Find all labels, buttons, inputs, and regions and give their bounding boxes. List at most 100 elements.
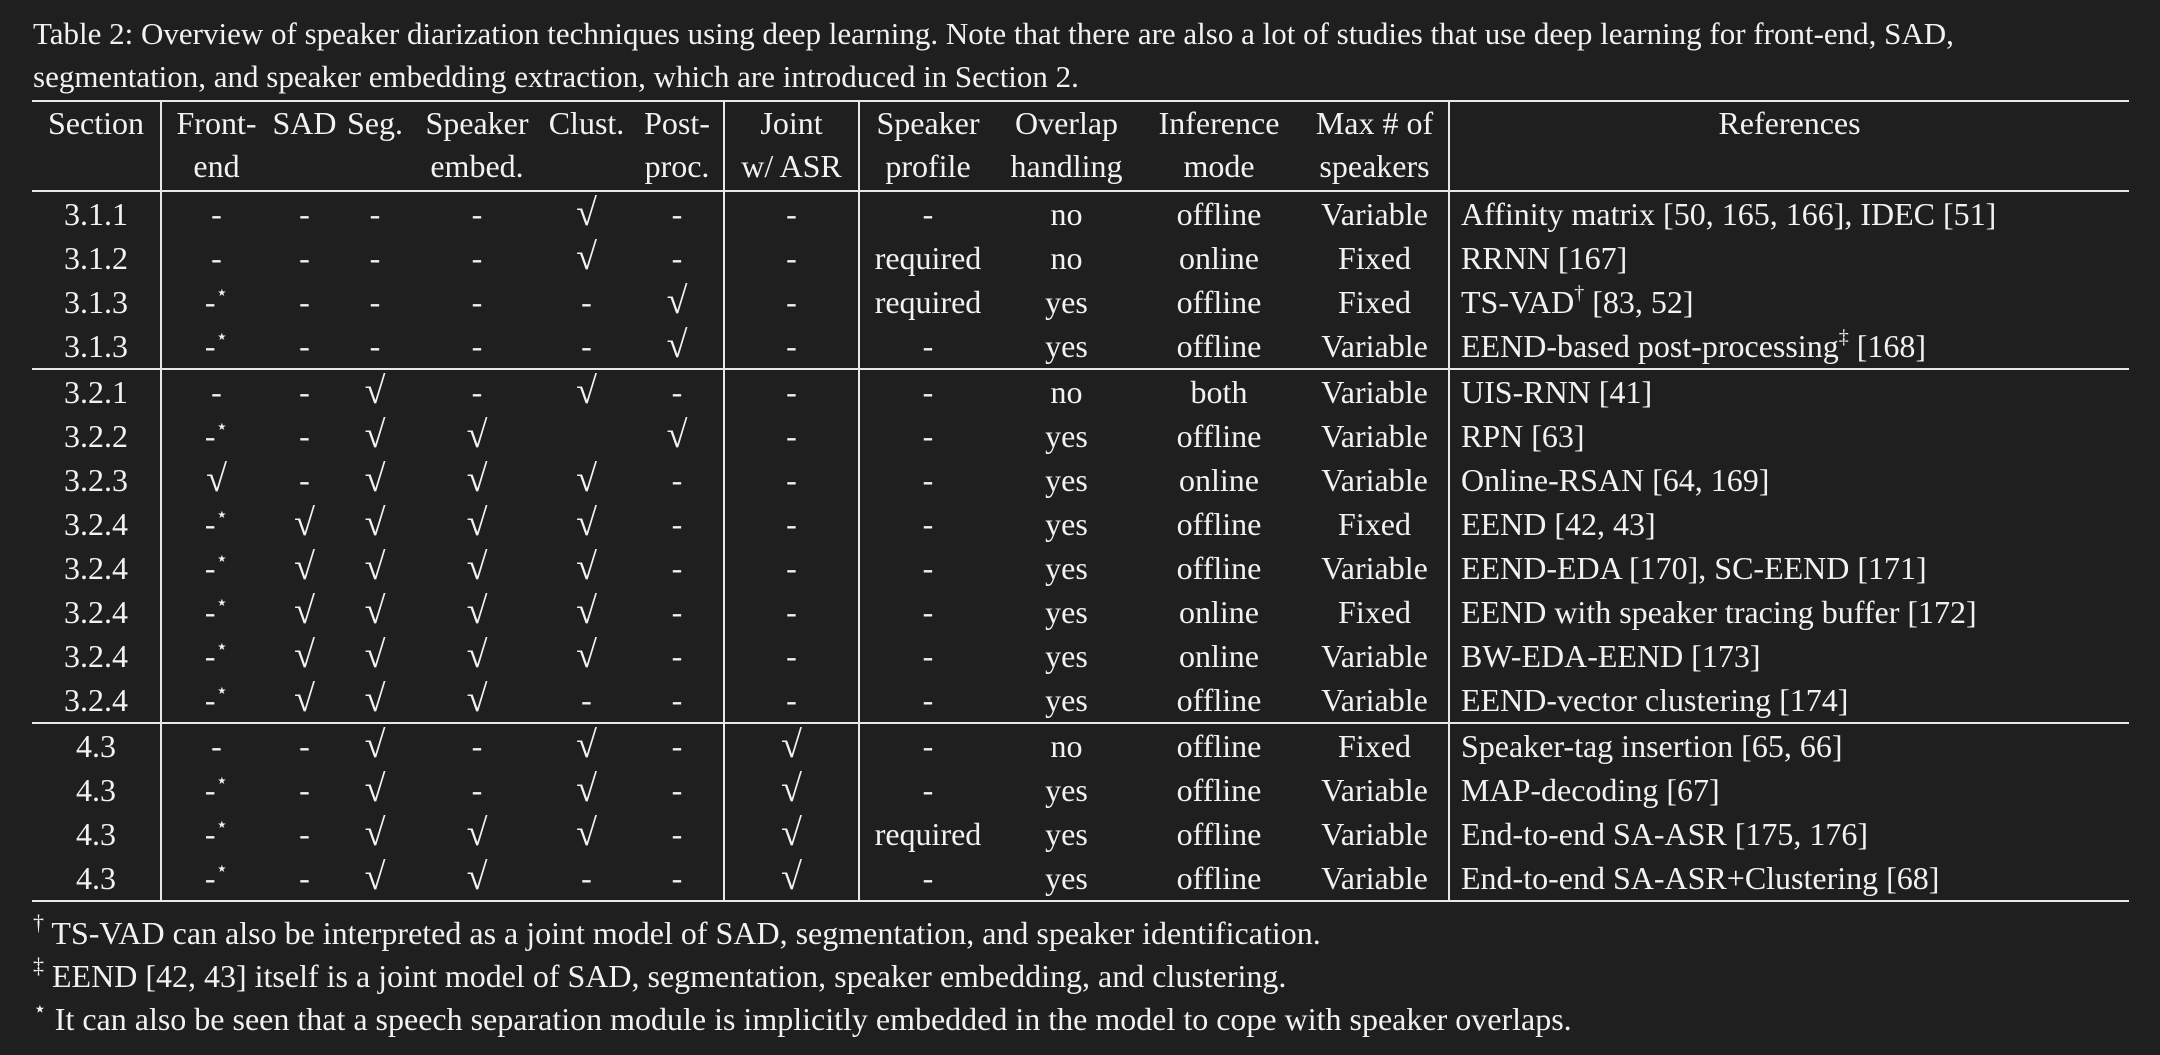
cell-seg: √ — [338, 812, 412, 856]
cell-sad: - — [271, 369, 338, 414]
cell-value: - — [204, 859, 216, 896]
column-header-line1: Clust. — [548, 105, 625, 141]
cell-value: - — [299, 283, 310, 320]
cell-value: √ — [576, 546, 597, 588]
cell-value: - — [299, 195, 310, 232]
cell-value: - — [671, 195, 683, 232]
cell-value: √ — [781, 724, 802, 766]
cell-value: Variable — [1321, 637, 1428, 674]
cell-sad: √ — [271, 502, 338, 546]
cell-embed: √ — [412, 812, 542, 856]
cell-section: 4.3 — [32, 812, 161, 856]
cell-profile: - — [858, 502, 996, 546]
cell-post: - — [631, 369, 724, 414]
column-header-line1: Overlap — [1014, 105, 1119, 141]
cell-frontend: -⋆ — [160, 502, 271, 546]
cell-embed: √ — [412, 678, 542, 723]
cell-ref: BW-EDA-EEND [173] — [1448, 634, 2129, 678]
cell-value: √ — [364, 590, 386, 632]
cell-value: - — [369, 239, 381, 276]
cell-joint: - — [723, 502, 859, 546]
cell-value: - — [369, 327, 381, 364]
cell-value: - — [471, 327, 483, 364]
cell-post: - — [631, 812, 724, 856]
column-header-line1: Seg. — [347, 105, 403, 141]
cell-mode: online — [1137, 634, 1301, 678]
cell-value: End-to-end SA-ASR [175, 176] — [1461, 815, 1869, 852]
cell-value: - — [204, 637, 216, 674]
column-header: Section — [32, 101, 161, 191]
cell-value: √ — [576, 370, 597, 412]
cell-value: √ — [364, 634, 386, 676]
cell-max: Variable — [1301, 369, 1449, 414]
cell-ref: EEND-EDA [170], SC-EEND [171] — [1448, 546, 2129, 590]
cell-value: - — [671, 239, 683, 276]
cell-value: √ — [466, 414, 488, 456]
cell-section: 3.2.4 — [32, 634, 161, 678]
cell-mode: offline — [1137, 678, 1301, 723]
cell-value: - — [581, 327, 592, 364]
cell-value: 3.2.1 — [64, 373, 128, 410]
cell-sad: - — [271, 236, 338, 280]
cell-ref: TS-VAD† [83, 52] — [1448, 280, 2129, 324]
cell-clust: - — [542, 280, 631, 324]
cell-clust: √ — [542, 458, 631, 502]
footnote: ‡ EEND [42, 43] itself is a joint model … — [33, 955, 1572, 998]
cell-frontend: -⋆ — [160, 768, 271, 812]
cell-value: - — [204, 417, 216, 454]
cell-value: required — [874, 815, 982, 852]
cell-value: Fixed — [1338, 505, 1411, 542]
cell-value: √ — [364, 678, 386, 720]
cell-frontend: -⋆ — [160, 812, 271, 856]
cell-value: yes — [1045, 815, 1088, 852]
cell-value: √ — [294, 546, 315, 588]
cell-max: Fixed — [1301, 236, 1449, 280]
cell-sad: √ — [271, 590, 338, 634]
cell-value: √ — [576, 724, 597, 766]
cell-value: √ — [576, 812, 597, 854]
footnote-mark: ‡ — [1838, 325, 1849, 348]
cell-value: yes — [1045, 461, 1088, 498]
cell-value: √ — [781, 768, 802, 810]
cell-seg: - — [338, 280, 412, 324]
cell-value: √ — [364, 458, 386, 500]
column-header-line1: Speaker — [425, 105, 529, 141]
cell-value: - — [671, 549, 683, 586]
cell-max: Variable — [1301, 191, 1449, 236]
cell-post: - — [631, 546, 724, 590]
cell-joint: - — [723, 590, 859, 634]
cell-frontend: -⋆ — [160, 324, 271, 369]
footnote-text: EEND [42, 43] itself is a joint model of… — [44, 958, 1287, 994]
cell-profile: required — [858, 236, 996, 280]
cell-frontend: -⋆ — [160, 856, 271, 901]
column-header-line2: handling — [1010, 148, 1123, 184]
cell-sad: √ — [271, 546, 338, 590]
cell-joint: √ — [723, 723, 859, 768]
cell-value: - — [786, 593, 797, 630]
cell-joint: - — [723, 414, 859, 458]
cell-value: - — [671, 771, 683, 808]
cell-joint: - — [723, 280, 859, 324]
cell-value: - — [786, 681, 797, 718]
cell-value: - — [471, 239, 483, 276]
footnote-symbol: ⋆ — [33, 996, 47, 1022]
cell-mode: online — [1137, 590, 1301, 634]
cell-value: - — [299, 327, 310, 364]
cell-mode: offline — [1137, 191, 1301, 236]
cell-value: - — [671, 373, 683, 410]
cell-clust: - — [542, 856, 631, 901]
cell-value: - — [204, 771, 216, 808]
cell-value: - — [204, 593, 216, 630]
column-header-line2: mode — [1183, 148, 1255, 184]
cell-profile: - — [858, 191, 996, 236]
cell-value: required — [874, 283, 982, 320]
cell-sad: - — [271, 856, 338, 901]
footnote-mark: ⋆ — [215, 547, 229, 570]
cell-value: - — [922, 505, 934, 542]
cell-seg: √ — [338, 723, 412, 768]
cell-frontend: -⋆ — [160, 414, 271, 458]
cell-value: - — [369, 195, 381, 232]
